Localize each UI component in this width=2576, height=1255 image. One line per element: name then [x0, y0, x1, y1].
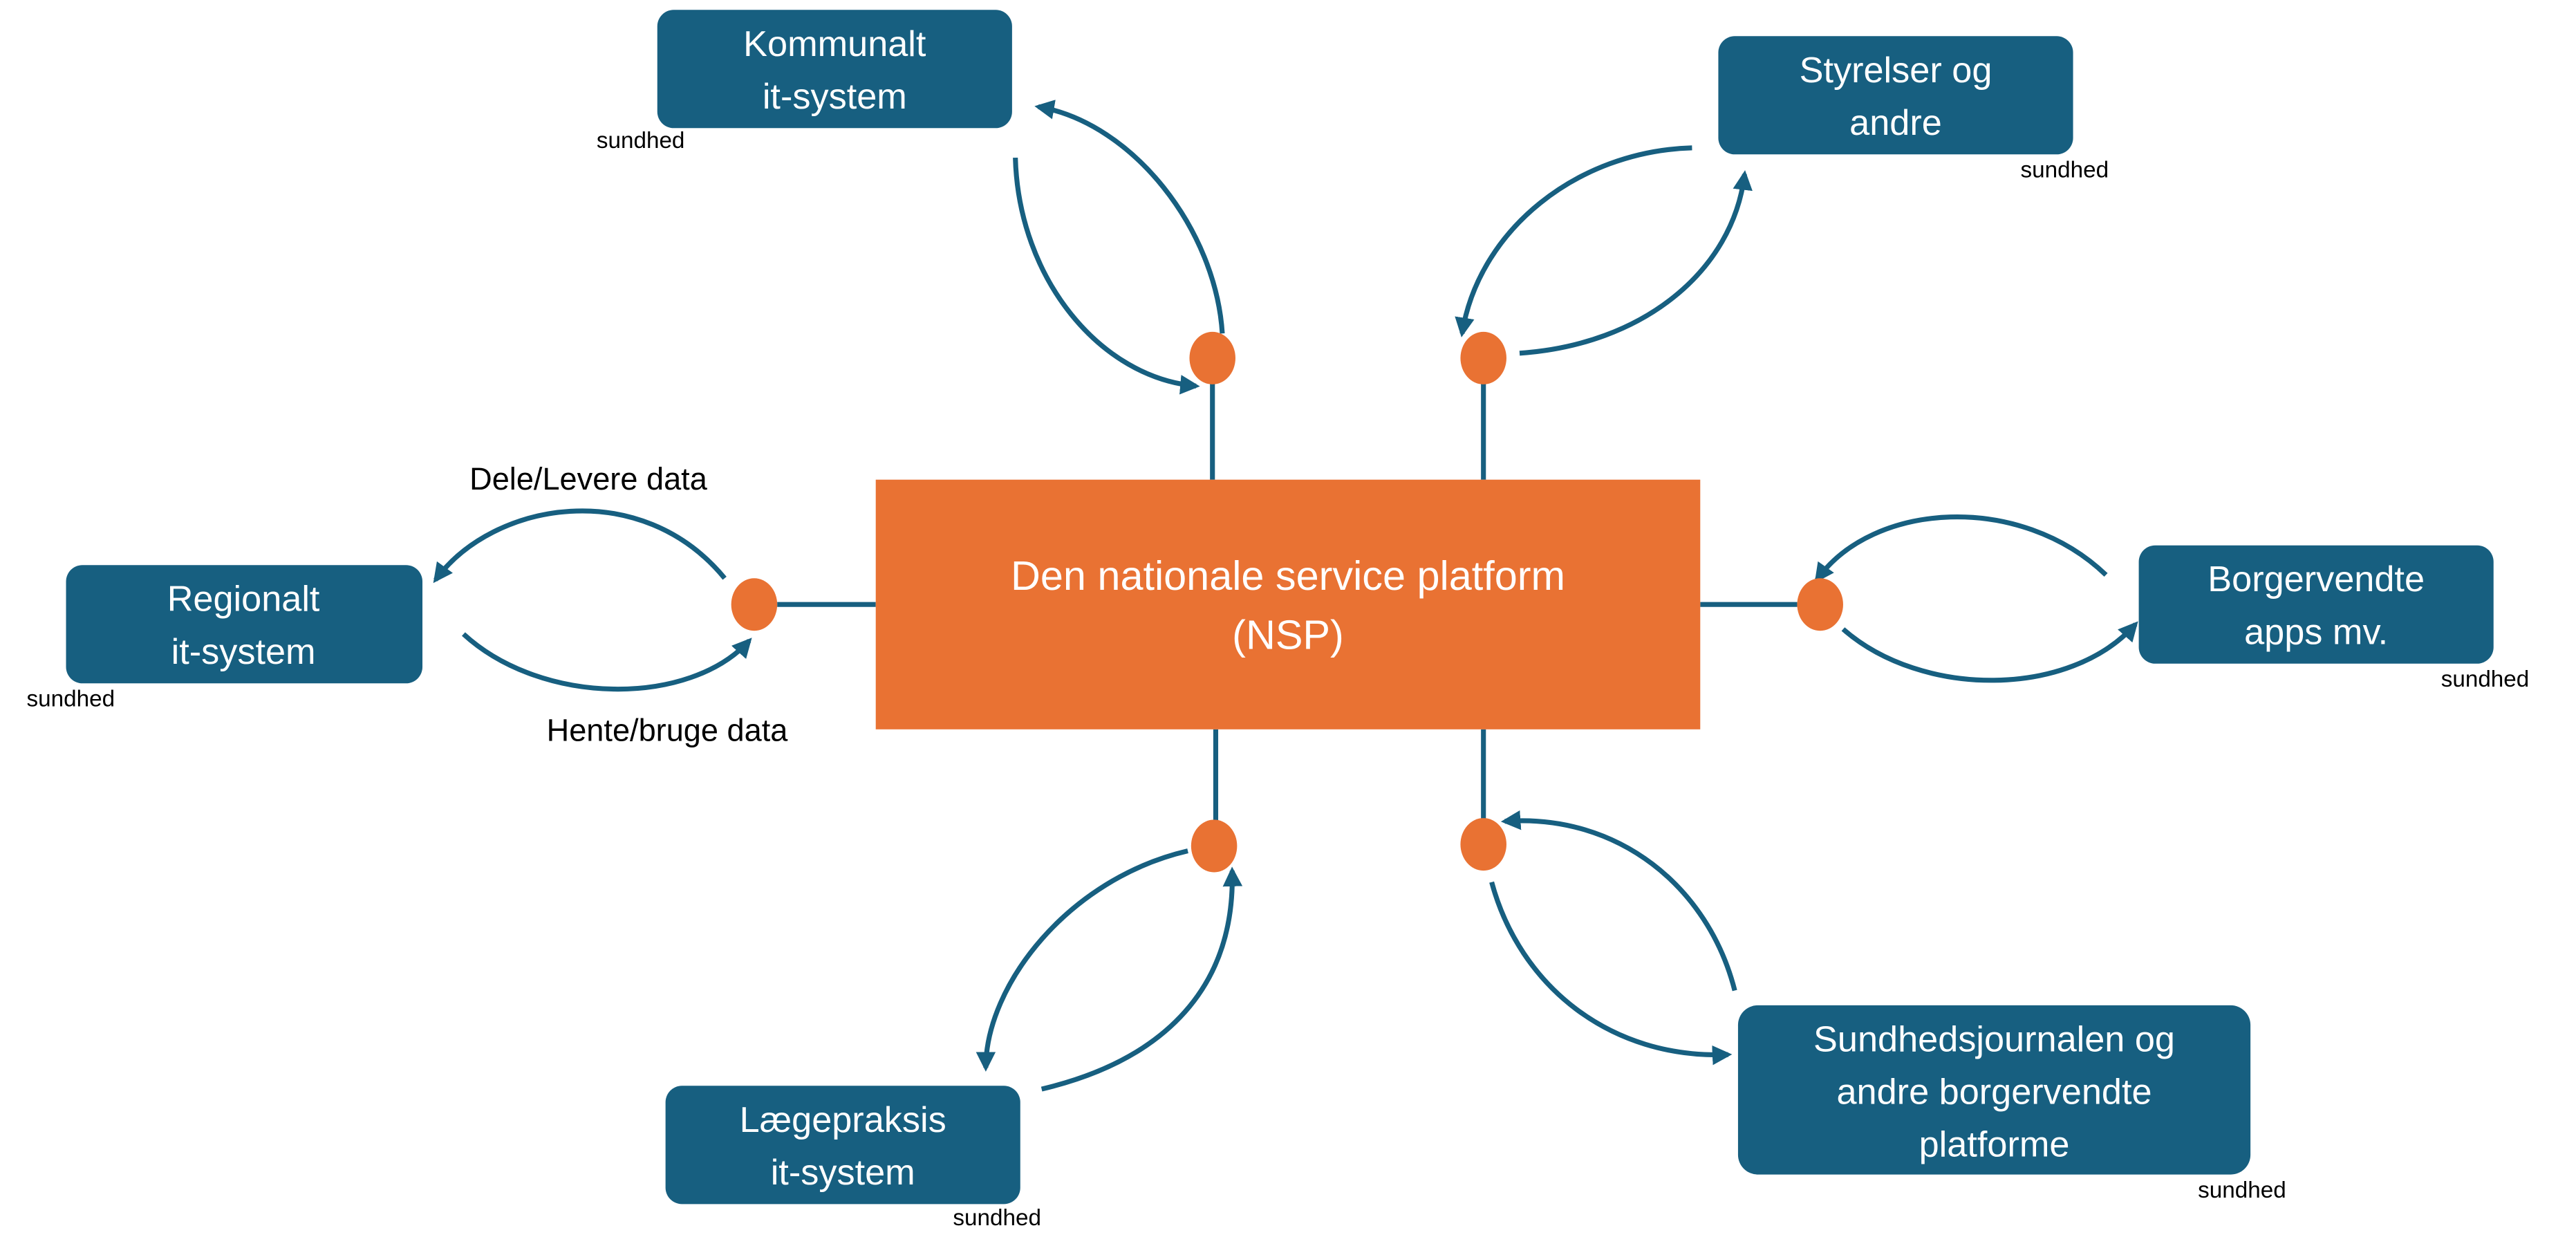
node-regionalt: Regionalt it-system sundhed [26, 565, 423, 712]
connection-points [731, 331, 1843, 873]
arrow-from-regionalt [462, 632, 752, 692]
node-borgervendte: Borgervendte apps mv. sundhed [2138, 545, 2530, 692]
node-kommunalt: Kommunalt it-system sundhed [597, 10, 1012, 154]
node-note: sundhed [953, 1205, 1041, 1231]
node-laegepraksis: Lægepraksis it-system sundhed [665, 1086, 1041, 1231]
node-label: Kommunalt [743, 24, 926, 64]
arrow-from-laegepraksis [1040, 866, 1243, 1092]
node-label: Styrelser og [1800, 50, 1992, 91]
node-label: Sundhedsjournalen og [1813, 1019, 2175, 1059]
arrow-to-regionalt [433, 508, 727, 584]
arrow-from-kommunalt [1013, 157, 1200, 395]
node-label: Regionalt [167, 579, 320, 620]
connector-lines [777, 381, 1798, 824]
arrow-from-borgervendte [1814, 514, 2108, 584]
node-label: Lægepraksis [740, 1100, 946, 1140]
arrow-from-styrelser [1455, 145, 1692, 337]
arrow-to-styrelser [1519, 170, 1753, 356]
arrow-to-sundhedsjournalen [1489, 881, 1733, 1066]
node-label: andre borgervendte [1836, 1072, 2152, 1112]
node-label: it-system [763, 77, 907, 117]
arrow-from-sundhedsjournalen [1500, 810, 1737, 992]
label-share-data: Dele/Levere data [469, 461, 708, 496]
arrow-to-laegepraksis [976, 848, 1188, 1072]
arrow-to-kommunalt [1034, 100, 1225, 334]
node-label: platforme [1919, 1124, 2070, 1164]
node-label: apps mv. [2244, 612, 2388, 652]
node-label: andre [1849, 103, 1942, 143]
flow-arrows [433, 100, 2138, 1092]
node-sundhedsjournalen: Sundhedsjournalen og andre borgervendte … [1737, 1005, 2286, 1203]
platform-title: Den nationale service platform [1011, 552, 1565, 599]
node-note: sundhed [2021, 158, 2109, 183]
node-styrelser: Styrelser og andre sundhed [1718, 36, 2109, 183]
node-note: sundhed [597, 128, 685, 154]
platform-abbr: (NSP) [1232, 611, 1344, 658]
node-note: sundhed [2441, 667, 2530, 692]
node-note: sundhed [26, 687, 115, 712]
nsp-platform: Den nationale service platform (NSP) [875, 479, 1701, 729]
node-note: sundhed [2198, 1178, 2286, 1203]
node-label: Borgervendte [2208, 559, 2425, 599]
node-label: it-system [171, 632, 316, 672]
arrow-to-borgervendte [1841, 621, 2138, 683]
label-fetch-data: Hente/bruge data [547, 712, 789, 747]
node-label: it-system [771, 1153, 915, 1193]
